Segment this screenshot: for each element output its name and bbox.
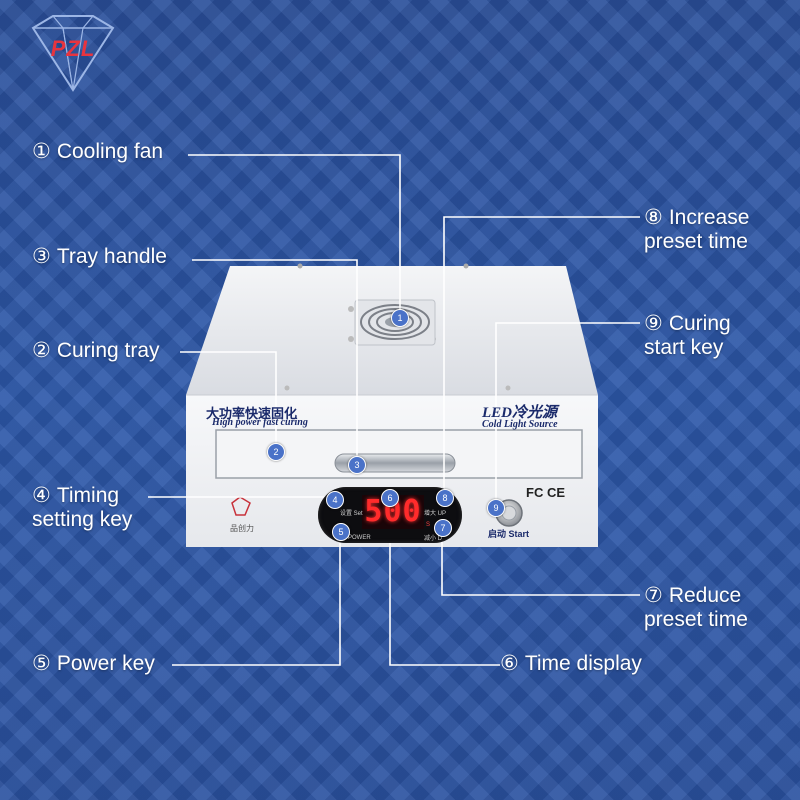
brand-chinese-text: 大功率快速固化 [206,407,298,422]
maker-label: 品创力 [230,524,254,533]
badge-7: 7 [434,519,452,537]
down-key-label: 减小 D [424,536,443,542]
badge-8: 8 [436,489,454,507]
cold-light-subtitle: Cold Light Source [482,419,558,430]
up-key-label: 增大 UP [424,511,447,517]
led-cold-light-title: LED冷光源 [482,405,558,421]
logo-text: PZL [50,36,96,61]
power-key-label: POWER [348,535,371,541]
start-key-label: 启动 Start [488,529,530,539]
badge-9: 9 [487,499,505,517]
badge-6: 6 [381,489,399,507]
badge-5: 5 [332,523,350,541]
set-key-label: 设置 Set [340,511,363,517]
diamond-logo-icon [31,15,115,92]
certification-marks: FC CE [526,485,565,500]
badge-4: 4 [326,491,344,509]
badge-2: 2 [267,443,285,461]
badge-3: 3 [348,456,366,474]
leader-lines [148,154,640,666]
seconds-unit: S [426,522,431,528]
brand-mark-icon [231,496,251,516]
brand-english-text: High power fast curing [212,417,308,428]
badge-1: 1 [391,309,409,327]
brand-logo: PZL [18,8,128,98]
